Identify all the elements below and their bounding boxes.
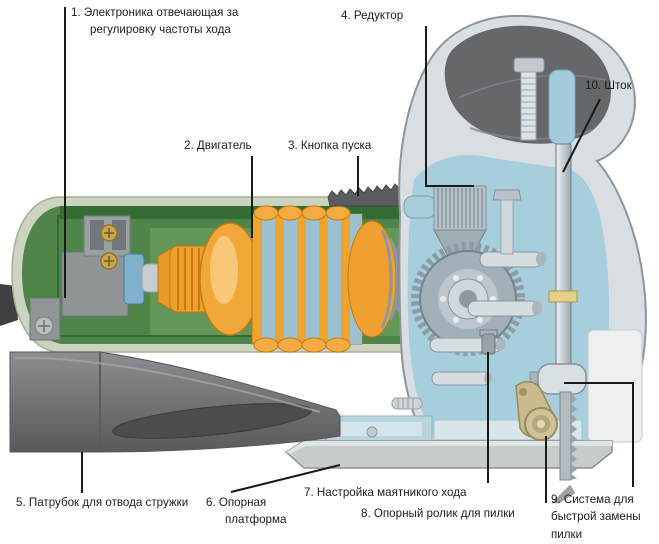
motor — [123, 205, 417, 353]
callout-line-9 — [564, 382, 634, 487]
label-blade-change: 9. Система для быстрой замены пилки — [551, 493, 641, 541]
trigger-switch — [327, 183, 407, 207]
electronics-module — [29, 215, 131, 341]
screw-icon — [34, 316, 54, 336]
plunger-rod — [548, 69, 578, 373]
support-roller — [515, 381, 558, 441]
label-support-roller: 8. Опорный ролик для пилки — [361, 507, 515, 520]
label-dust-nozzle: 5. Патрубок для отвода стружки — [16, 496, 189, 509]
armature-laminations — [251, 205, 363, 353]
callout-line-10 — [562, 98, 601, 173]
label-trigger: 3. Кнопка пуска — [288, 139, 372, 152]
screw-icon — [100, 224, 118, 270]
label-rod: 10. Шток — [585, 79, 632, 92]
saw-blade — [559, 391, 577, 481]
callout-line-6 — [230, 464, 341, 493]
label-motor: 2. Двигатель — [184, 139, 252, 152]
gearbox-gears — [403, 57, 546, 386]
gray-arrow-icon — [551, 484, 576, 504]
label-base-platform: 6. Опорная платформа — [206, 496, 287, 527]
callout-line-4 — [425, 26, 474, 187]
dust-nozzle — [9, 351, 341, 453]
label-gearbox: 4. Редуктор — [341, 9, 404, 22]
callout-lines — [64, 7, 634, 503]
label-pendulum-adjust: 7. Настройка маятникого хода — [304, 486, 467, 499]
label-electronics: 1. Электроника отвечающая за регулировку… — [71, 6, 239, 37]
